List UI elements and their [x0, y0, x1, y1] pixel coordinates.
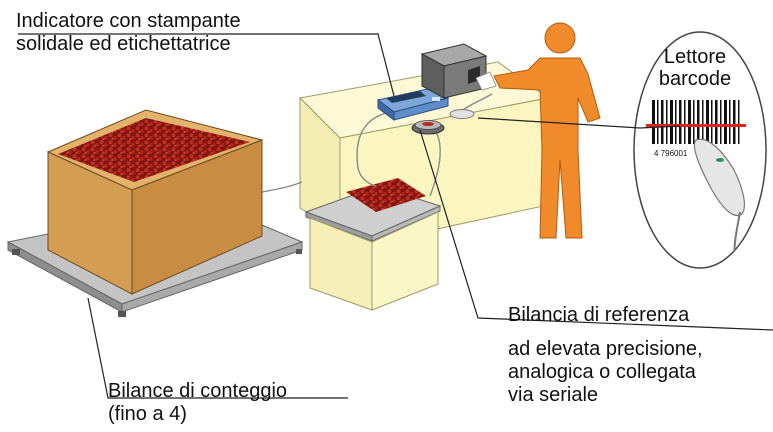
parts-pile: [58, 118, 250, 182]
barcode-cradle: [449, 109, 475, 119]
label-reference-line3: via seriale: [508, 384, 599, 406]
indicator-device: [376, 87, 450, 121]
parts-box: [46, 109, 264, 295]
label-counting-line2: (fino a 4): [108, 403, 187, 425]
label-reference-line2: analogica o collegata: [508, 361, 696, 383]
label-counting-line1: Bilance di conteggio: [108, 380, 288, 402]
scan-line: [646, 124, 746, 127]
label-barcode-line2: barcode: [658, 68, 732, 90]
label-reference-line1: ad elevata precisione,: [508, 338, 703, 360]
leader-barcode: [477, 117, 681, 129]
barcode-reader-zoom: 4 796001: [633, 31, 767, 269]
label-reference-scale-title: Bilancia di referenza: [508, 304, 689, 327]
leader-indicator: [18, 33, 395, 97]
reference-scale: [411, 120, 445, 135]
label-indicator-line1: Indicatore con stampante: [16, 10, 241, 32]
label-indicator-line2: solidale ed etichettatrice: [16, 33, 231, 55]
label-printer: [420, 43, 497, 99]
small-parts-pile: [346, 178, 426, 212]
counting-scale-small: [304, 178, 442, 311]
label-barcode-reader: Lettore barcode: [652, 46, 738, 90]
label-counting-scales: Bilance di conteggio (fino a 4): [108, 380, 287, 426]
label-reference-scale-desc: ad elevata precisione, analogica o colle…: [508, 338, 703, 407]
label-barcode-line1: Lettore: [663, 46, 727, 68]
leader-counting: [87, 297, 348, 399]
leader-lines: [18, 33, 773, 399]
leader-reference: [419, 129, 773, 331]
label-indicator: Indicatore con stampante solidale ed eti…: [16, 10, 241, 56]
operator-person: [493, 22, 601, 239]
label-reference-title: Bilancia di referenza: [508, 304, 690, 326]
barcode-image: [652, 100, 740, 144]
barcode-digits: 4 796001: [654, 149, 688, 158]
